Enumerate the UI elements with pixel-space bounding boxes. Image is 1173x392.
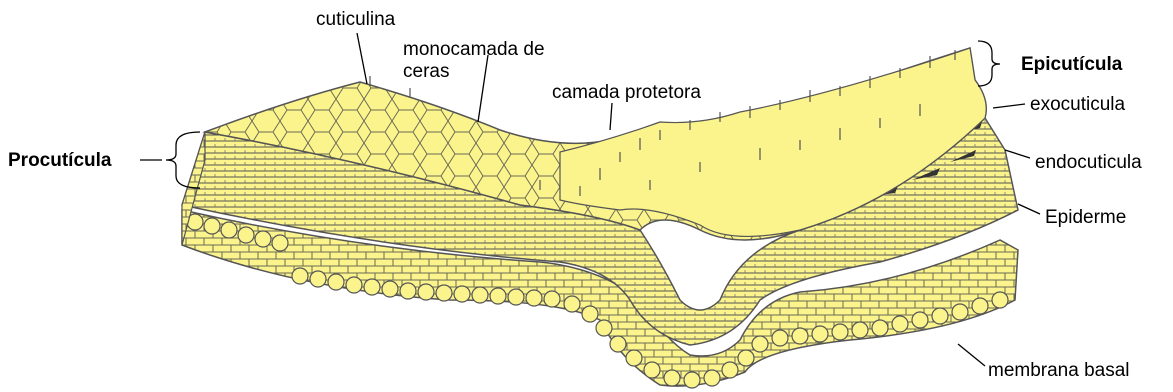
brace-procuticula [165, 131, 201, 189]
label-endocuticula: endocuticula [1035, 152, 1142, 173]
label-cuticulina: cuticulina [316, 9, 396, 30]
label-epicuticula: Epicutícula [1021, 54, 1123, 75]
leader-membrana-basal [957, 343, 986, 367]
label-exocuticula: exocuticula [1030, 94, 1126, 115]
brace-epicuticula [977, 40, 1001, 87]
leader-epiderme [1017, 203, 1041, 215]
label-ceras: ceras [403, 61, 450, 82]
leader-exocuticula [992, 103, 1026, 109]
label-membrana-basal: membrana basal [988, 360, 1130, 381]
label-epiderme: Epiderme [1045, 207, 1127, 228]
leader-endocuticula [1004, 149, 1031, 159]
leader-camada-protetora [609, 102, 613, 131]
epidermis-layer [181, 209, 1019, 389]
label-camada-protetora: camada protetora [552, 82, 701, 103]
leader-cuticulina [356, 32, 368, 85]
label-procuticula: Procutícula [8, 150, 112, 171]
leader-monocamada [477, 54, 489, 123]
epicuticle-layer [202, 47, 987, 241]
leader-lines [140, 32, 1041, 367]
label-monocamada-de: monocamada de [403, 39, 545, 60]
